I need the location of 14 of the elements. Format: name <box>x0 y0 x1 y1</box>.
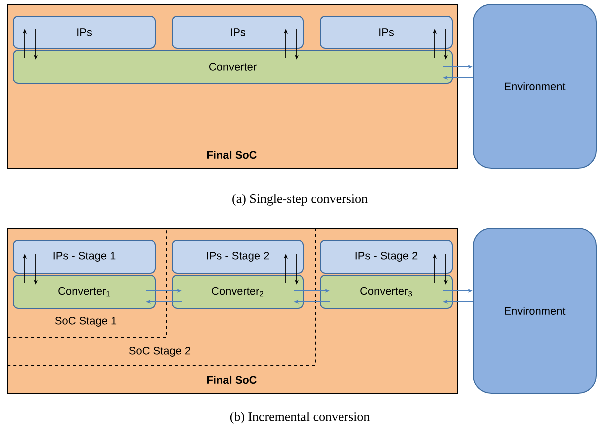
environment-box: Environment <box>473 4 597 169</box>
ip-box: IPs <box>320 16 453 49</box>
converter-box: Converter$_{1}$ <box>13 275 156 309</box>
caption: (b) Incremental conversion <box>230 412 370 424</box>
environment-box: Environment <box>473 228 597 394</box>
converter-box: Converter <box>13 50 453 84</box>
caption: (a) Single-step conversion <box>232 194 368 206</box>
ip-box: IPs - Stage 2 <box>172 240 304 274</box>
ip-box: IPs - Stage 2 <box>320 240 453 274</box>
ip-box: IPs - Stage 1 <box>13 240 156 274</box>
converter-box: Converter$_{2}$ <box>172 275 304 309</box>
ip-box: IPs <box>172 16 304 49</box>
converter-box: Converter$_{3}$ <box>320 275 453 309</box>
ip-box: IPs <box>13 16 156 49</box>
